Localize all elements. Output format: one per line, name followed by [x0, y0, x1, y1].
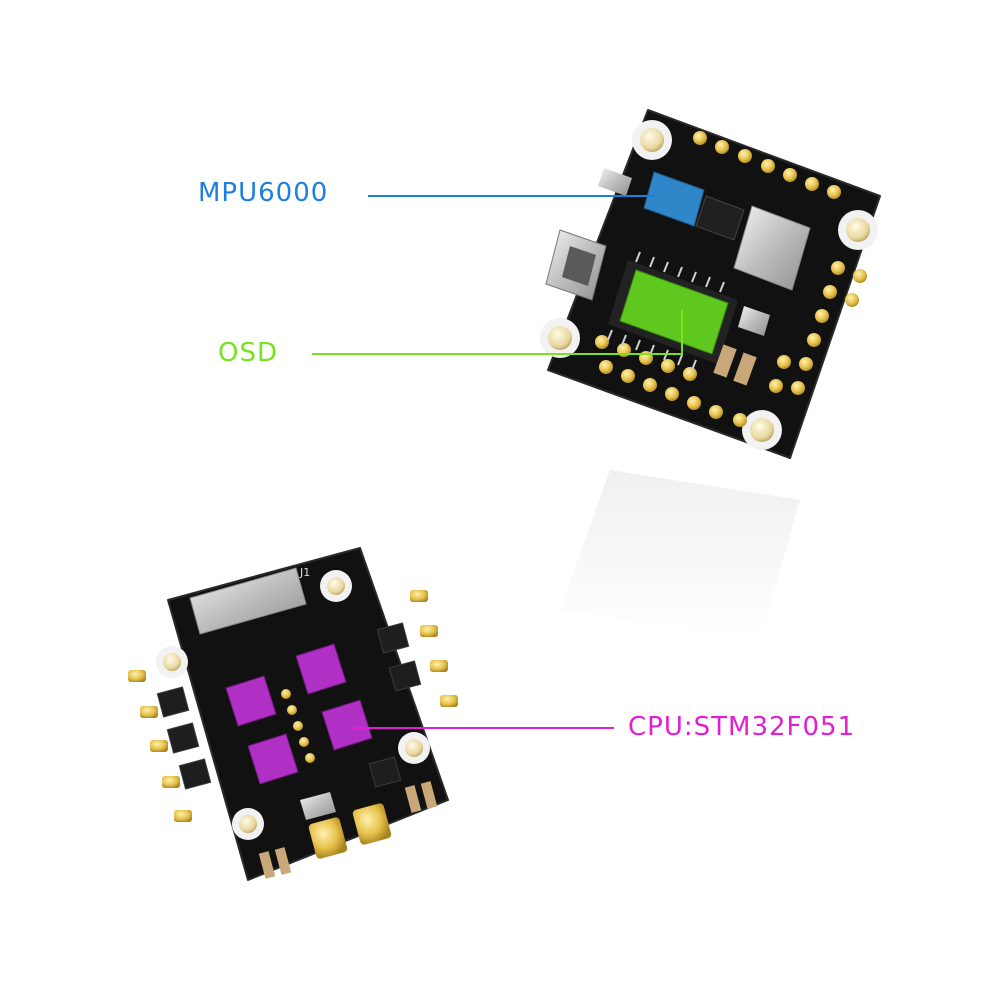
- esc-board: J1: [128, 547, 458, 881]
- esc-power-pads: [308, 803, 392, 859]
- osd-label: OSD: [218, 338, 278, 368]
- connector-silkscreen: J1: [299, 566, 310, 579]
- cpu-chip: [295, 643, 347, 695]
- esc-mount-holes: [156, 570, 430, 840]
- fc-mount-holes: [540, 120, 878, 450]
- esc-connector: [189, 567, 307, 635]
- esc-capacitors: [258, 781, 438, 879]
- esc-test-pads: [281, 689, 315, 763]
- esc-mosfets: [156, 622, 422, 790]
- crystal: [738, 306, 770, 336]
- capacitor: [713, 344, 737, 378]
- callout-lines: [312, 195, 683, 729]
- osd-chip: [619, 269, 729, 355]
- esc-edge-pads: [128, 590, 458, 822]
- micro-usb-port: [598, 168, 632, 196]
- capacitor: [733, 352, 757, 386]
- board-reflection: [560, 470, 800, 640]
- fc-solder-pads: [595, 131, 867, 427]
- cpu-chip: [225, 675, 277, 727]
- mpu6000-label: MPU6000: [198, 178, 329, 208]
- usb-port-opening: [562, 246, 596, 286]
- esc-shunt: [300, 792, 336, 820]
- cpu-label: CPU:STM32F051: [628, 712, 856, 742]
- cpu-chips: [225, 643, 373, 785]
- cpu-chip: [247, 733, 299, 785]
- voltage-regulator: [695, 195, 745, 241]
- inductor: [733, 205, 811, 291]
- cpu-chip: [321, 699, 373, 751]
- osd-callout-line: [312, 310, 683, 355]
- flight-controller-board: [540, 109, 881, 640]
